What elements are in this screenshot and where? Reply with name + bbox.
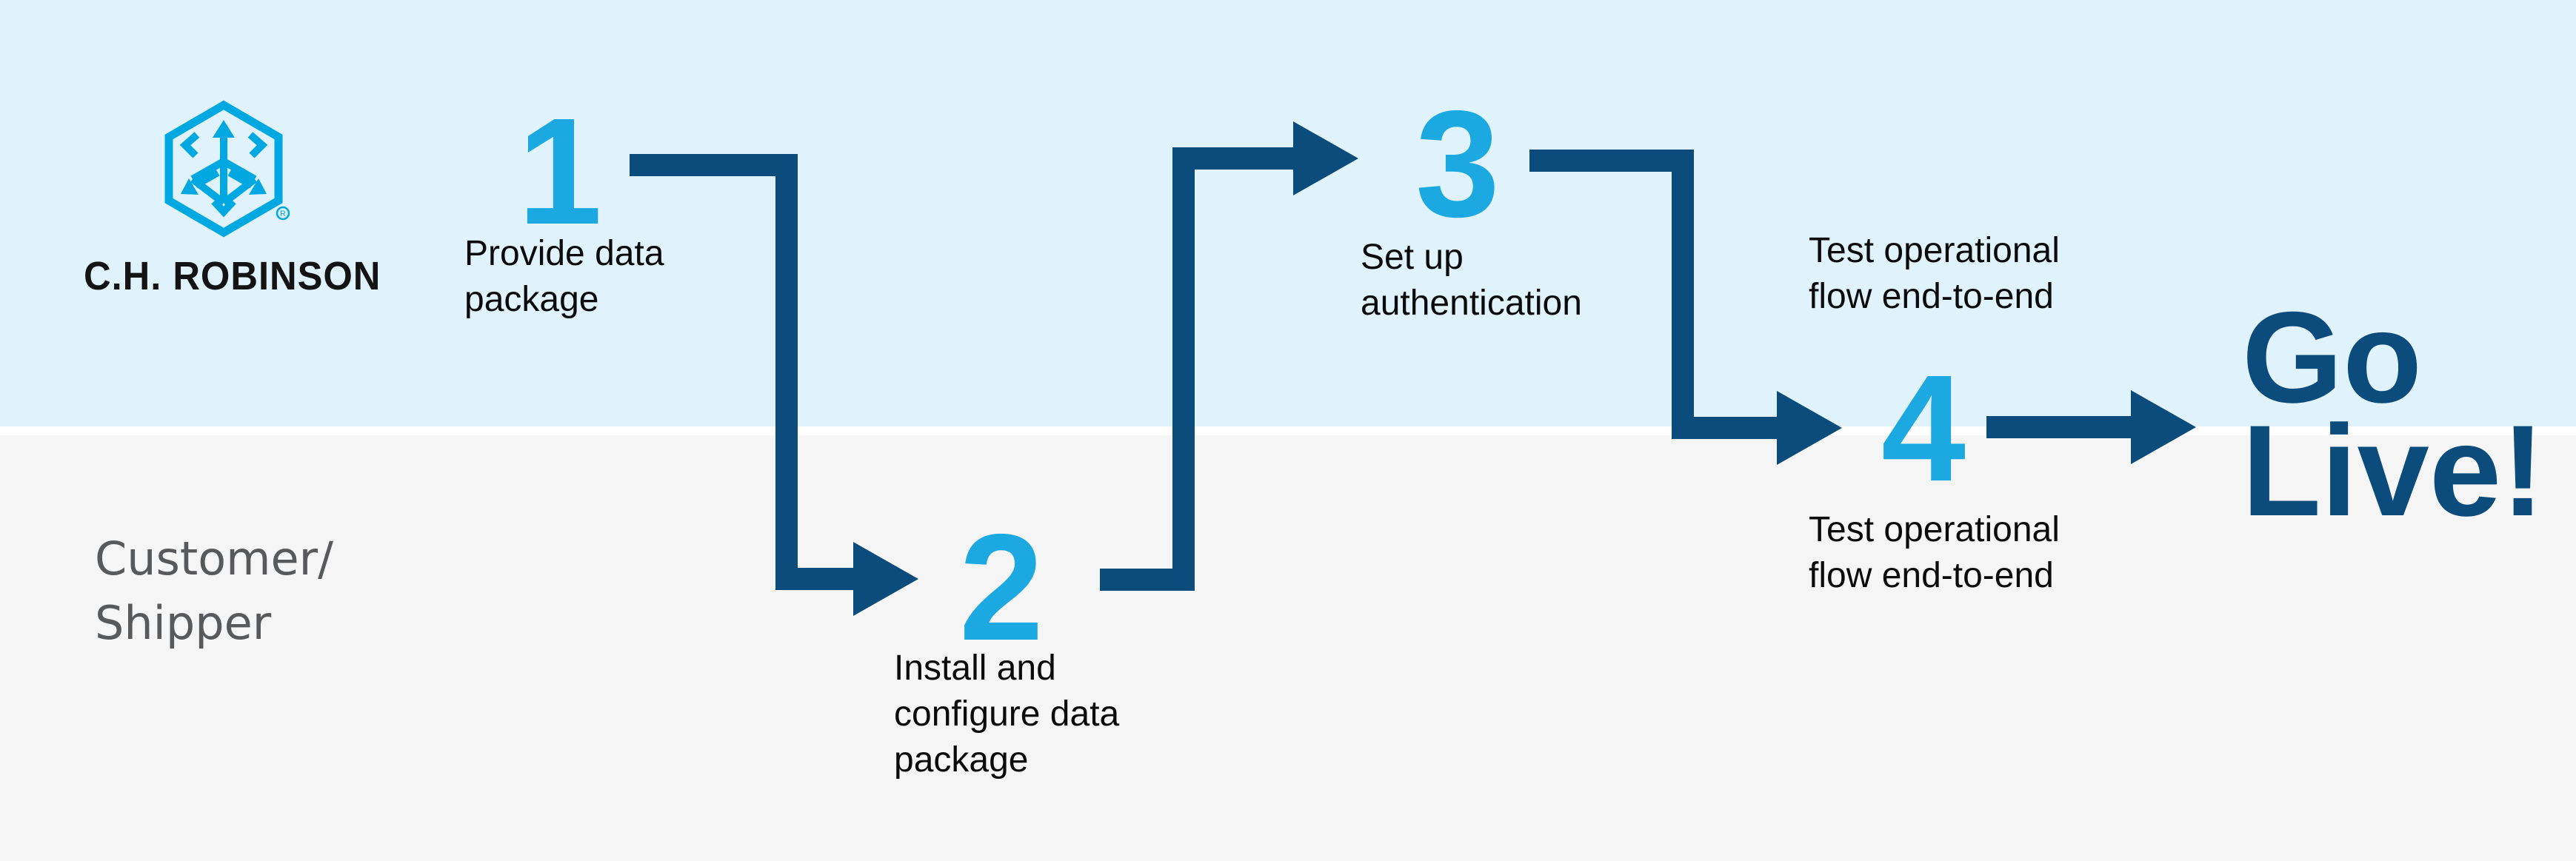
- lane-label-line: Shipper: [95, 596, 272, 650]
- connector-3-4-vertical-segment: [1672, 150, 1694, 439]
- connector-2-3-vertical-segment: [1172, 147, 1195, 591]
- connector-1-2-vertical-segment: [775, 154, 798, 590]
- label-line: flow end-to-end: [1809, 556, 2054, 595]
- arrowhead-into-golive-icon: [2131, 390, 2196, 464]
- label-line: package: [894, 740, 1029, 780]
- connector-4-golive-segment: [1986, 416, 2132, 438]
- lane-divider: [0, 426, 2576, 435]
- flow-step-2-label: Install and configure data package: [894, 646, 1119, 783]
- connector-3-4-bottom-segment: [1672, 417, 1778, 439]
- label-line: Install and: [894, 649, 1056, 688]
- chrobinson-lane-background: [0, 0, 2576, 426]
- arrowhead-into-step-3-icon: [1293, 121, 1358, 195]
- connector-2-3-top-segment: [1172, 147, 1294, 170]
- registered-trademark-icon: [276, 206, 290, 221]
- label-line: flow end-to-end: [1809, 277, 2054, 316]
- brand-wordmark: C.H. ROBINSON: [84, 254, 381, 298]
- label-line: Test operational: [1809, 231, 2060, 270]
- flow-step-1-label: Provide data package: [464, 231, 664, 323]
- label-line: authentication: [1361, 284, 1582, 323]
- label-line: package: [464, 280, 599, 319]
- svg-text:R: R: [280, 210, 286, 218]
- connector-3-4-top-segment: [1529, 150, 1694, 172]
- flow-step-4-label-bottom: Test operational flow end-to-end: [1809, 507, 2060, 599]
- flow-step-4-label-top: Test operational flow end-to-end: [1809, 228, 2060, 320]
- label-line: configure data: [894, 694, 1120, 734]
- go-live-line: Go: [2242, 286, 2423, 430]
- customer-lane-background: [0, 435, 2576, 861]
- flow-step-2-number: 2: [958, 503, 1044, 672]
- flow-step-1-number: 1: [517, 87, 603, 256]
- flow-step-3-label: Set up authentication: [1361, 235, 1582, 326]
- label-line: Set up: [1361, 238, 1464, 277]
- chrobinson-logo-icon: R: [164, 100, 290, 238]
- arrowhead-into-step-4-icon: [1777, 391, 1842, 465]
- customer-lane-label: Customer/ Shipper: [95, 526, 333, 655]
- label-line: Test operational: [1809, 510, 2060, 549]
- connector-1-2-bottom-segment: [775, 568, 854, 590]
- flow-step-4-number: 4: [1881, 344, 1966, 513]
- go-live-title: Go Live!: [2242, 286, 2545, 543]
- lane-label-line: Customer/: [95, 532, 334, 586]
- label-line: Provide data: [464, 234, 664, 273]
- connector-1-2-top-segment: [630, 154, 798, 176]
- arrowhead-into-step-2-icon: [853, 542, 918, 616]
- go-live-line: Live!: [2242, 399, 2545, 543]
- flow-step-3-number: 3: [1415, 79, 1501, 249]
